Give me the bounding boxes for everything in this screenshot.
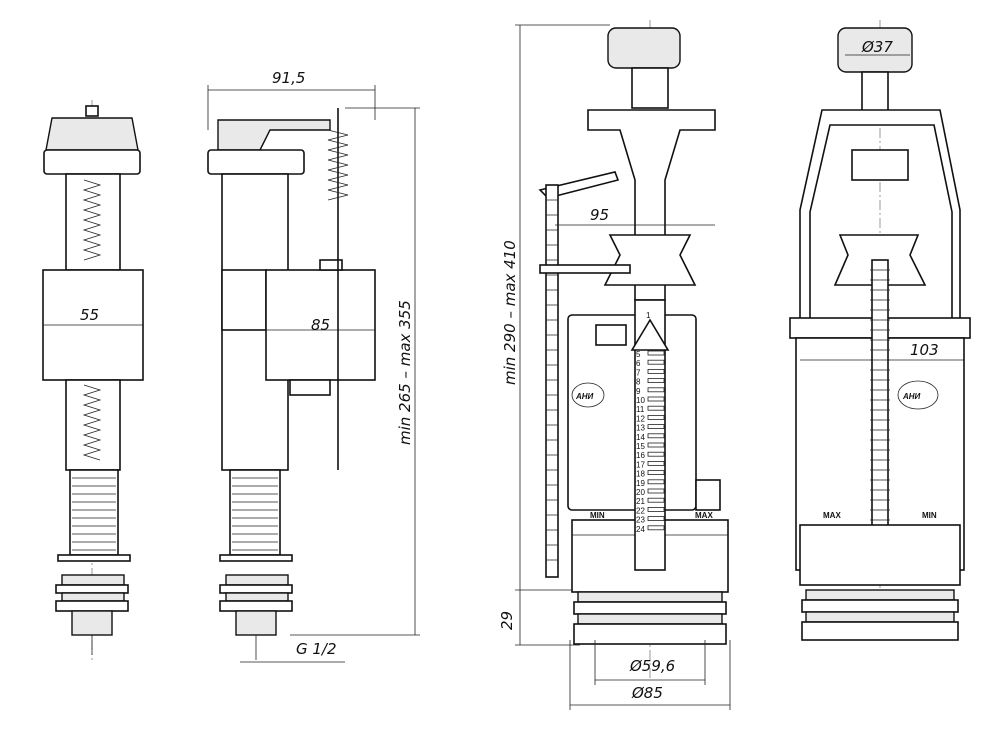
scale-tick bbox=[647, 359, 665, 365]
scale-tick bbox=[647, 497, 665, 503]
scale-tick bbox=[647, 387, 665, 393]
scale-mark: 7 bbox=[636, 368, 641, 377]
scale-tick bbox=[647, 368, 665, 374]
dim-29: 29 bbox=[498, 611, 516, 630]
scale-tick bbox=[647, 442, 665, 448]
scale-mark: 22 bbox=[636, 506, 645, 515]
bottom-fill-valve: 55 bbox=[42, 100, 144, 660]
logo-text: АНИ bbox=[575, 392, 594, 401]
dim-85-base: Ø85 bbox=[631, 684, 663, 702]
scale-mark: 23 bbox=[636, 516, 645, 525]
scale-mark: 18 bbox=[636, 470, 645, 479]
scale-mark: 21 bbox=[636, 497, 645, 506]
scale-tick bbox=[647, 460, 665, 466]
dim-fill-height: min 265 – max 355 bbox=[396, 300, 414, 445]
max-label-front: MAX bbox=[823, 511, 841, 520]
scale-tick bbox=[647, 414, 665, 420]
dim-95: 95 bbox=[590, 206, 609, 224]
scale-mark: 13 bbox=[636, 424, 645, 433]
logo-text-front: АНИ bbox=[902, 392, 921, 401]
scale-mark: 10 bbox=[636, 396, 645, 405]
scale-mark: 6 bbox=[636, 359, 641, 368]
scale-mark: 14 bbox=[636, 433, 645, 442]
dim-85: 85 bbox=[311, 316, 330, 334]
dim-55: 55 bbox=[80, 306, 99, 324]
scale-tick bbox=[647, 525, 665, 531]
scale-mark: 17 bbox=[636, 460, 645, 469]
scale-tick bbox=[647, 433, 665, 439]
scale-tick bbox=[647, 378, 665, 384]
scale-mark: 8 bbox=[636, 378, 641, 387]
flush-valve-front: Ø37 103 АНИ MAX MIN bbox=[789, 20, 971, 641]
scale-mark: 15 bbox=[636, 442, 645, 451]
scale-mark: 5 bbox=[636, 350, 641, 359]
scale-mark: 20 bbox=[636, 488, 645, 497]
scale-tick bbox=[647, 488, 665, 494]
scale-tick bbox=[647, 470, 665, 476]
scale-mark: 1 bbox=[646, 311, 651, 320]
min-label-front: MIN bbox=[922, 511, 937, 520]
dim-flush-height: min 290 – max 410 bbox=[501, 240, 519, 385]
scale-mark: 16 bbox=[636, 451, 645, 460]
scale-mark: 11 bbox=[636, 405, 645, 414]
scale-tick bbox=[647, 451, 665, 457]
scale-mark: 9 bbox=[636, 387, 641, 396]
scale-tick bbox=[647, 405, 665, 411]
min-label: MIN bbox=[590, 511, 605, 520]
scale-tick bbox=[647, 350, 665, 356]
dim-91-5: 91,5 bbox=[272, 69, 305, 87]
dim-thread: G 1/2 bbox=[296, 640, 337, 658]
max-label: MAX bbox=[695, 511, 713, 520]
scale-mark: 19 bbox=[636, 479, 645, 488]
dim-37: Ø37 bbox=[861, 38, 893, 56]
scale-mark: 24 bbox=[636, 525, 645, 534]
scale-tick bbox=[647, 479, 665, 485]
dim-103: 103 bbox=[910, 341, 939, 359]
scale-tick bbox=[647, 424, 665, 430]
dim-59-6: Ø59,6 bbox=[629, 657, 675, 675]
scale-mark: 12 bbox=[636, 414, 645, 423]
scale-tick bbox=[647, 516, 665, 521]
scale-tick bbox=[647, 506, 665, 512]
side-fill-valve: 91,5 85 G 1/2 min 265 – max 355 bbox=[207, 69, 420, 663]
flush-valve-side: min 290 – max 410 29 95 АНИ MIN MAX Ø59,… bbox=[498, 20, 731, 710]
scale-tick bbox=[647, 396, 665, 402]
